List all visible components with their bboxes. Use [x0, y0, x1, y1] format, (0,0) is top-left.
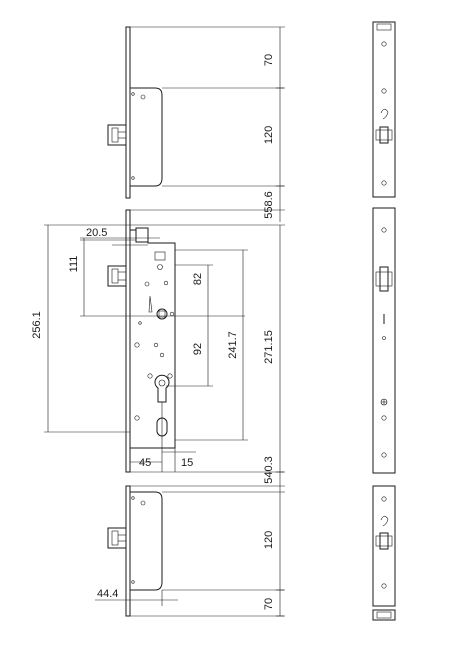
- dim-main-20-5: 20.5: [86, 227, 107, 239]
- top-bolt-detail: [111, 127, 119, 143]
- dim-bottom-44-4: 44.4: [97, 588, 118, 600]
- bottom-lock-case: [130, 491, 163, 591]
- main-faceplate: [125, 209, 131, 473]
- dim-main-241-7: 241.7: [227, 331, 239, 359]
- cylinder-cutout: [154, 374, 170, 403]
- main-deadbolt-opening: [379, 266, 389, 292]
- bottom-bolt: [107, 527, 127, 549]
- bottom-auxiliary-lock-side: [107, 485, 163, 617]
- dim-main-15: 15: [181, 457, 193, 469]
- bottom-faceplate: [125, 485, 131, 617]
- dim-main-540-3: 540.3: [263, 456, 275, 484]
- main-latch: [135, 227, 149, 243]
- top-auxiliary-lock-side: [107, 26, 163, 199]
- top-bolt: [107, 124, 127, 146]
- top-screw-hole: [140, 94, 146, 100]
- dim-bottom-70: 70: [263, 598, 275, 610]
- main-lock-case: [130, 229, 176, 449]
- dim-top-120: 120: [263, 126, 275, 144]
- main-faceplate-front: [372, 207, 396, 474]
- bottom-bolt-opening: [379, 532, 389, 550]
- top-dimension-lines: [130, 26, 285, 222]
- main-dimension-lines: [44, 209, 285, 486]
- dim-top-70: 70: [263, 54, 275, 66]
- dim-top-558-6: 558.6: [263, 191, 275, 219]
- mechanism-block-upper: [154, 251, 166, 261]
- follower-square-hole: [156, 308, 168, 320]
- dim-main-92: 92: [192, 343, 204, 355]
- dim-bottom-120: 120: [263, 531, 275, 549]
- main-deadbolt: [107, 265, 127, 287]
- dim-main-271-15: 271.15: [263, 330, 275, 364]
- front-view-main: [372, 207, 396, 474]
- dim-main-111: 111: [68, 256, 80, 273]
- main-lock-side: [107, 209, 176, 473]
- key-symbol: [380, 108, 389, 120]
- front-view-top: [372, 21, 396, 198]
- front-view-bottom: [372, 485, 396, 621]
- bottom-end-cap: [372, 609, 396, 621]
- dim-main-82: 82: [192, 273, 204, 285]
- top-bolt-opening: [379, 126, 389, 144]
- dim-main-256-1: 256.1: [31, 311, 43, 339]
- top-faceplate: [125, 26, 131, 199]
- top-lock-case: [130, 87, 163, 187]
- dim-main-45: 45: [139, 457, 151, 469]
- bottom-dimension-lines: [95, 485, 285, 617]
